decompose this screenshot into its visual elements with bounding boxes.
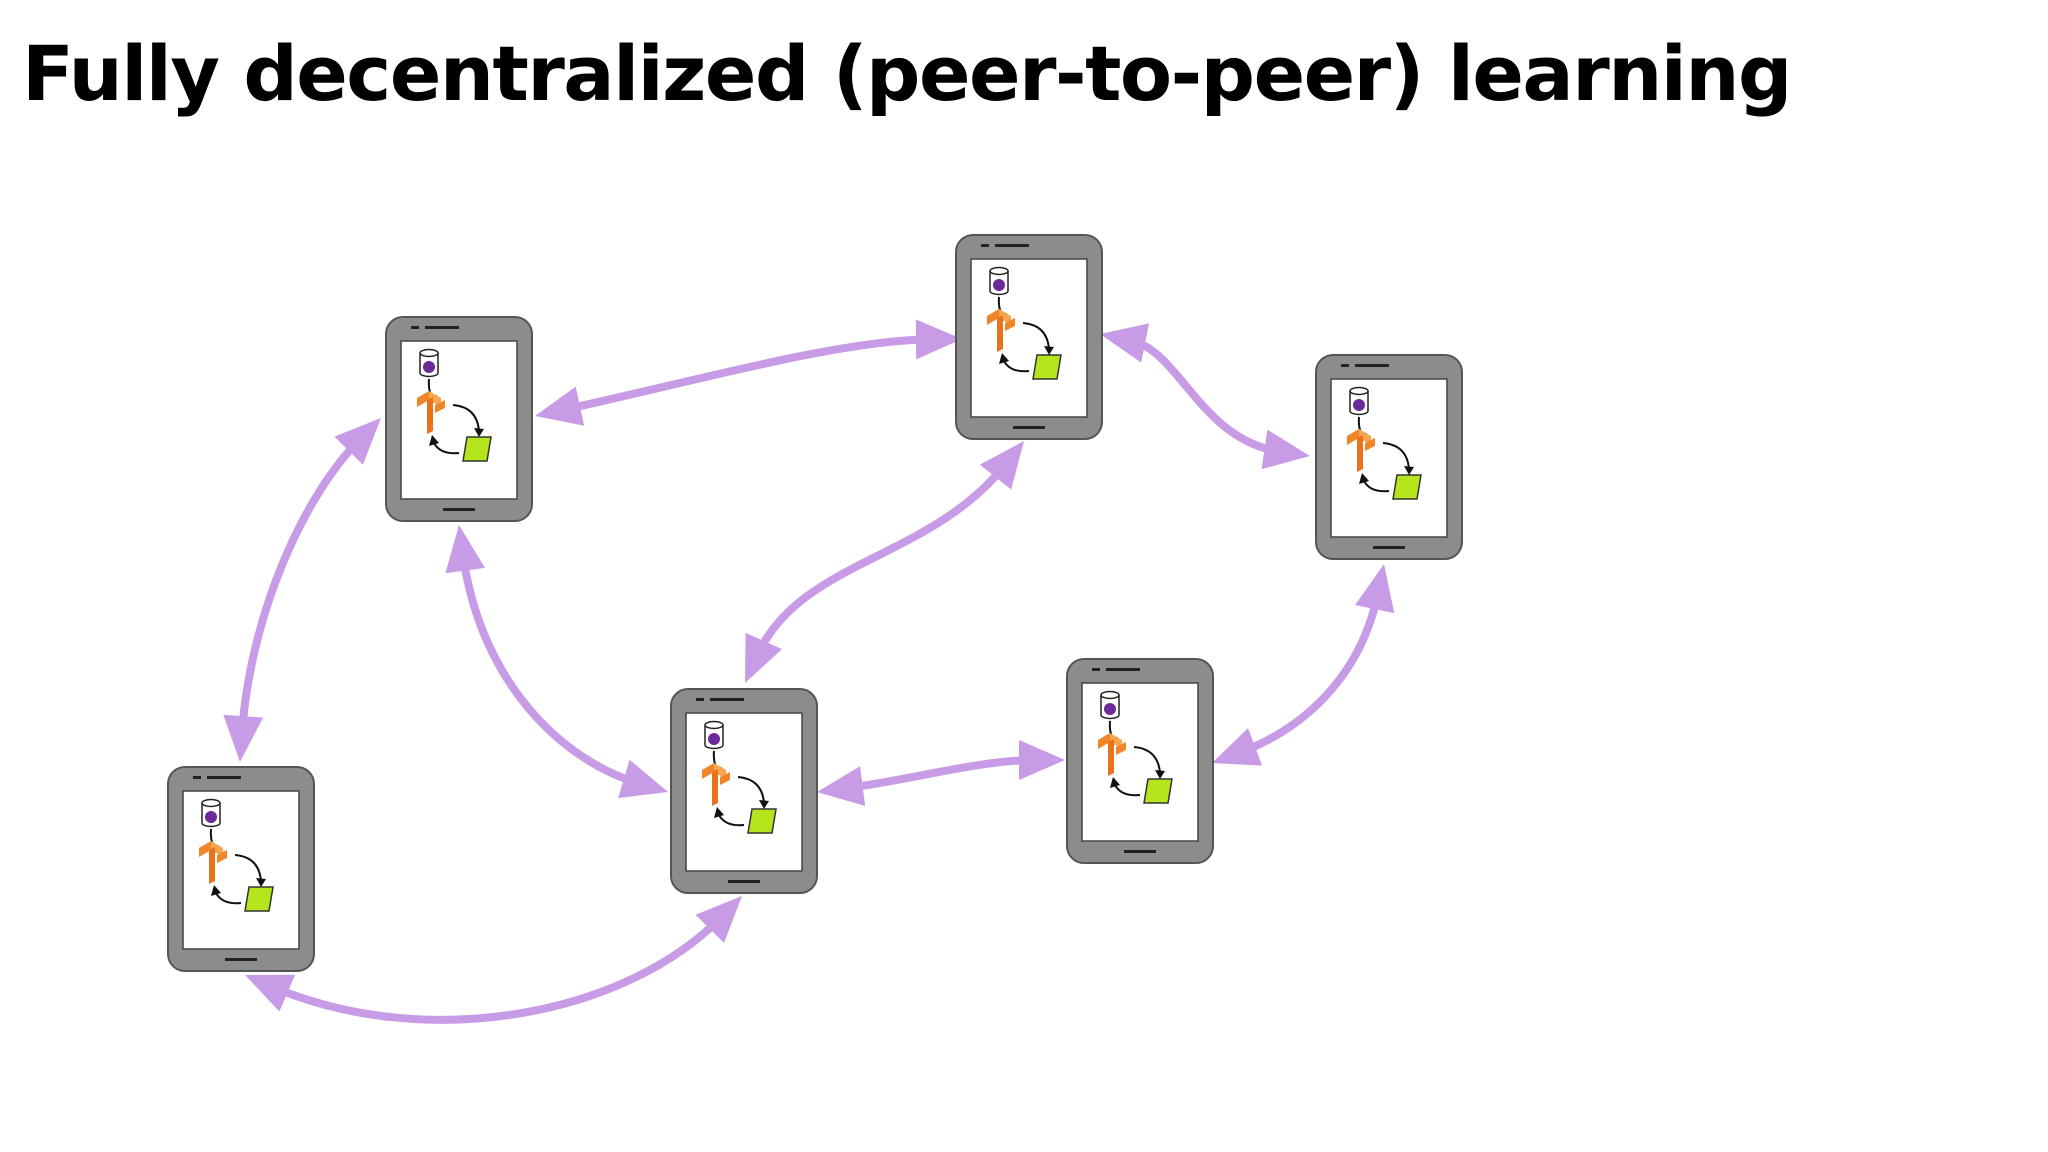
connection-line	[1236, 589, 1382, 757]
arrowhead	[915, 319, 962, 360]
arrowhead	[535, 386, 585, 426]
arrowhead	[745, 632, 783, 683]
phone-center-device-icon	[670, 688, 818, 894]
arrowhead	[1261, 429, 1310, 470]
arrowhead	[618, 759, 668, 799]
connection-line	[268, 913, 725, 1024]
arrowhead	[695, 896, 742, 943]
edge-phone-top-left-to-phone-top-center	[535, 319, 962, 426]
phone-right-device-icon	[1315, 354, 1463, 560]
arrowhead	[817, 766, 866, 806]
edges-layer	[223, 319, 1395, 1024]
edge-phone-top-left-to-phone-center	[445, 525, 668, 799]
arrowhead	[445, 525, 485, 574]
connection-line	[459, 550, 644, 788]
edge-phone-center-to-phone-center-right	[817, 740, 1065, 806]
nodes-layer	[167, 234, 1463, 972]
phone-center-right-device-icon	[1066, 658, 1214, 864]
edge-phone-bottom-left-to-phone-center	[245, 896, 742, 1024]
phone-bottom-left-device-icon	[167, 766, 315, 972]
edge-phone-top-center-to-phone-center	[745, 441, 1024, 683]
arrowhead	[1100, 323, 1150, 363]
connection-line	[753, 460, 1010, 660]
edge-phone-top-left-to-phone-bottom-left	[223, 418, 381, 762]
arrowhead	[1212, 728, 1263, 766]
arrowhead	[334, 418, 381, 465]
arrowhead	[223, 714, 264, 762]
connection-line	[842, 756, 1039, 793]
edge-phone-right-to-phone-center-right	[1212, 564, 1395, 766]
arrowhead	[1019, 740, 1065, 780]
connection-line	[1125, 335, 1285, 456]
arrowhead	[245, 974, 296, 1012]
arrowhead	[979, 441, 1024, 490]
phone-top-left-device-icon	[385, 316, 533, 522]
slide-title: Fully decentralized (peer-to-peer) learn…	[22, 29, 1792, 118]
connection-line	[238, 435, 364, 737]
arrowhead	[1355, 564, 1395, 614]
connection-line	[560, 335, 937, 414]
phone-top-center-device-icon	[955, 234, 1103, 440]
edge-phone-top-center-to-phone-right	[1100, 323, 1310, 470]
